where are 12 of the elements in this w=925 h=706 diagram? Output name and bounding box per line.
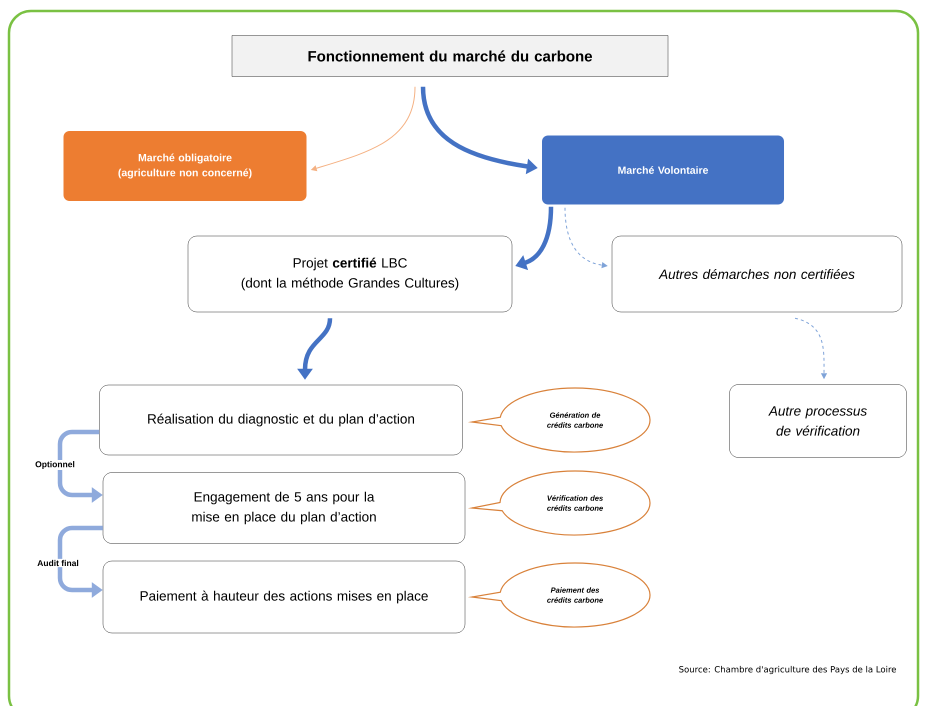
process-box: Marché obligatoire (agriculture non concerné) — [64, 131, 306, 201]
process-box: Autre processus de vérification — [729, 384, 907, 458]
edge-label: Audit final — [36, 558, 80, 568]
process-box: Projet certifié LBC (dont la méthode Grandes Cultures) — [188, 236, 512, 312]
title-box: Fonctionnement du marché du carbone — [232, 35, 668, 77]
process-box: Autres démarches non certifiées — [612, 236, 902, 312]
edge-label: Optionnel — [34, 460, 76, 470]
source-note: Source: Chambre d'agriculture des Pays de la Loire — [679, 666, 896, 674]
process-box: Réalisation du diagnostic et du plan d’action — [99, 384, 463, 456]
process-box: Engagement de 5 ans pour la mise en place du plan d’action — [102, 472, 466, 544]
process-box: Paiement à hauteur des actions mises en place — [102, 560, 466, 634]
process-box: Marché Volontaire — [542, 136, 784, 204]
